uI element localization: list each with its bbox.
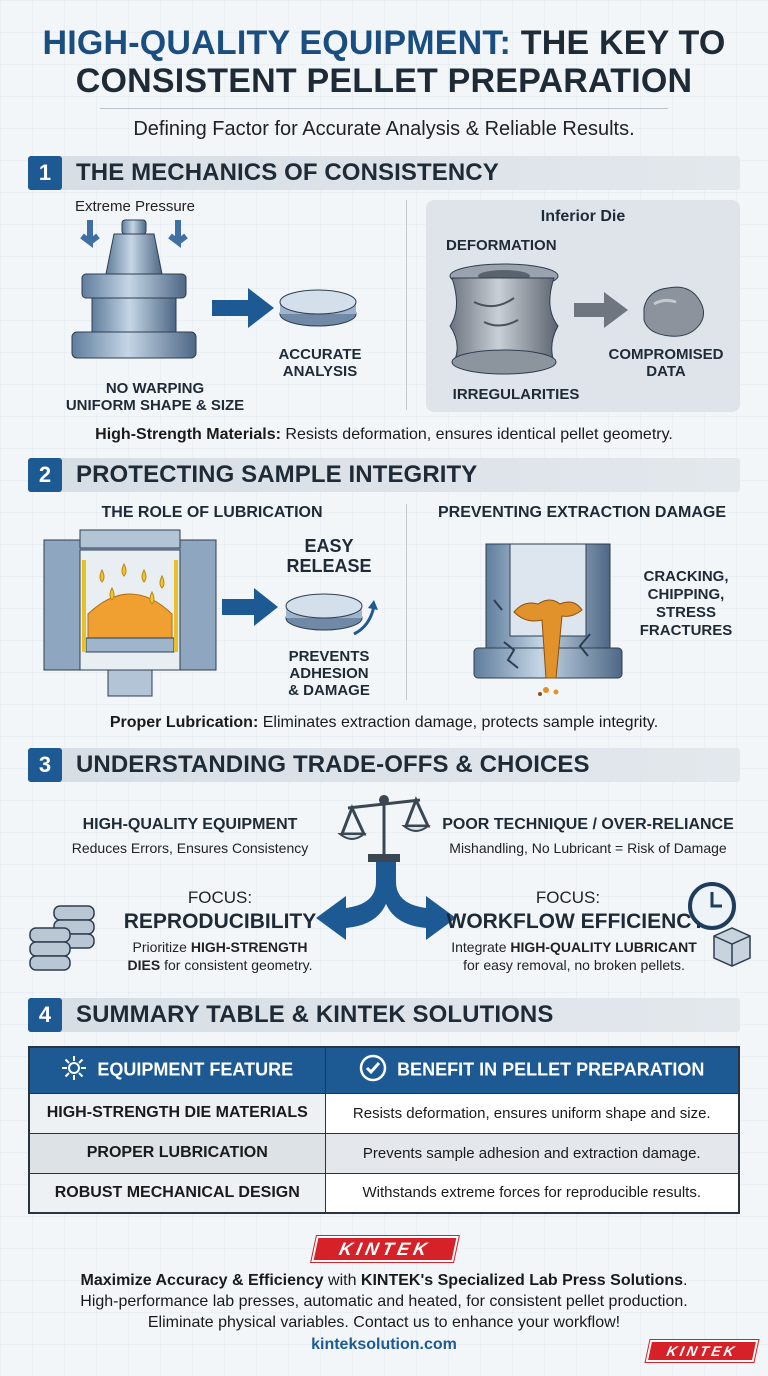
- section-3-title: UNDERSTANDING TRADE-OFFS & CHOICES: [76, 751, 590, 778]
- section-1-number: 1: [28, 156, 62, 190]
- inferior-die-title: Inferior Die: [540, 208, 626, 225]
- extraction-damage-title: PREVENTING EXTRACTION DAMAGE: [437, 504, 726, 521]
- section-1-divider: [406, 200, 407, 410]
- left-focus-label: FOCUS:: [187, 888, 253, 907]
- irregular-pellet-icon: [643, 286, 704, 337]
- no-warping-label: NO WARPING UNIFORM SHAPE & SIZE: [65, 380, 245, 414]
- balance-scale-icon: [337, 795, 431, 862]
- section-2-divider: [406, 504, 407, 700]
- table-cell-feature: ROBUST MECHANICAL DESIGN: [28, 1172, 326, 1214]
- footer-call-to-action: Eliminate physical variables. Contact us…: [147, 1314, 621, 1331]
- cracking-label: CRACKING, CHIPPING, STRESS FRACTURES: [639, 568, 733, 639]
- title-divider: [100, 108, 668, 109]
- high-quality-equipment-subtitle: Reduces Errors, Ensures Consistency: [71, 840, 309, 856]
- section-2-title: PROTECTING SAMPLE INTEGRITY: [76, 461, 478, 488]
- extreme-pressure-label: Extreme Pressure: [74, 198, 196, 215]
- section-1-caption: High-Strength Materials: Resists deforma…: [95, 426, 673, 443]
- footer-description: High-performance lab presses, automatic …: [80, 1293, 688, 1310]
- summary-table: EQUIPMENT FEATURE BENEFIT IN PELLET PREP…: [28, 1046, 740, 1214]
- column-header-feature: EQUIPMENT FEATURE: [28, 1046, 326, 1094]
- released-pellet-icon: [285, 593, 378, 636]
- accurate-analysis-label: ACCURATE ANALYSIS: [278, 346, 362, 380]
- gear-icon: [61, 1055, 87, 1086]
- deformed-die-illustration: [449, 263, 559, 375]
- poor-technique-title: POOR TECHNIQUE / OVER-RELIANCE: [442, 816, 734, 833]
- table-cell-benefit: Resists deformation, ensures uniform sha…: [324, 1092, 740, 1134]
- high-quality-equipment-title: HIGH-QUALITY EQUIPMENT: [82, 816, 298, 833]
- footer-website-link[interactable]: kinteksolution.com: [311, 1336, 457, 1353]
- press-die-illustration: [71, 219, 197, 359]
- section-3-header: 3 UNDERSTANDING TRADE-OFFS & CHOICES: [28, 748, 740, 782]
- page-title: HIGH-QUALITY EQUIPMENT: THE KEY TO CONSI…: [42, 24, 726, 100]
- check-circle-icon: [359, 1054, 387, 1087]
- prevents-adhesion-label: PREVENTS ADHESION & DAMAGE: [288, 648, 370, 699]
- table-row: ROBUST MECHANICAL DESIGN Withstands extr…: [28, 1172, 740, 1214]
- arrow-right-icon: [212, 288, 274, 328]
- section-1-header: 1 THE MECHANICS OF CONSISTENCY: [28, 156, 740, 190]
- irregularities-label: IRREGULARITIES: [452, 386, 580, 403]
- right-focus-label: FOCUS:: [535, 888, 601, 907]
- deformation-label: DEFORMATION: [446, 237, 557, 254]
- summary-table-header: EQUIPMENT FEATURE BENEFIT IN PELLET PREP…: [28, 1046, 740, 1094]
- column-header-benefit: BENEFIT IN PELLET PREPARATION: [324, 1046, 740, 1094]
- table-cell-benefit: Withstands extreme forces for reproducib…: [324, 1172, 740, 1214]
- table-cell-feature: HIGH-STRENGTH DIE MATERIALS: [28, 1092, 326, 1134]
- cracked-die-illustration: [473, 543, 623, 696]
- split-arrows-icon: [316, 862, 456, 940]
- section-4-number: 4: [28, 998, 62, 1032]
- reproducibility-description: Prioritize HIGH-STRENGTH DIES for consis…: [127, 939, 313, 973]
- lubrication-title: THE ROLE OF LUBRICATION: [101, 504, 323, 521]
- table-cell-feature: PROPER LUBRICATION: [28, 1132, 326, 1174]
- clock-and-cube-icon: [688, 882, 751, 967]
- section-3-number: 3: [28, 748, 62, 782]
- workflow-efficiency-label: WORKFLOW EFFICIENCY: [446, 910, 706, 933]
- footer-headline: Maximize Accuracy & Efficiency with KINT…: [80, 1272, 688, 1289]
- arrow-right-icon: [222, 588, 278, 626]
- reproducibility-label: REPRODUCIBILITY: [123, 910, 317, 933]
- arrow-right-icon: [574, 292, 628, 328]
- kintek-logo-corner: KINTEK: [644, 1339, 760, 1363]
- section-2-number: 2: [28, 458, 62, 492]
- page-subtitle: Defining Factor for Accurate Analysis & …: [133, 118, 635, 140]
- poor-technique-subtitle: Mishandling, No Lubricant = Risk of Dama…: [449, 840, 727, 856]
- section-4-title: SUMMARY TABLE & KINTEK SOLUTIONS: [76, 1001, 554, 1028]
- section-2-caption: Proper Lubrication: Eliminates extractio…: [109, 714, 659, 731]
- uniform-pellet-icon: [279, 289, 357, 327]
- kintek-logo: KINTEK: [310, 1235, 460, 1263]
- table-row: HIGH-STRENGTH DIE MATERIALS Resists defo…: [28, 1092, 740, 1134]
- lubricated-die-cross-section: [43, 529, 217, 697]
- coin-stack-icon: [29, 905, 95, 971]
- section-2-header: 2 PROTECTING SAMPLE INTEGRITY: [28, 458, 740, 492]
- section-1-title: THE MECHANICS OF CONSISTENCY: [76, 159, 499, 186]
- workflow-efficiency-description: Integrate HIGH-QUALITY LUBRICANT for eas…: [451, 939, 697, 973]
- table-cell-benefit: Prevents sample adhesion and extraction …: [324, 1132, 740, 1174]
- easy-release-label: EASY RELEASE: [286, 536, 372, 576]
- compromised-data-label: COMPROMISED DATA: [608, 346, 724, 380]
- section-4-header: 4 SUMMARY TABLE & KINTEK SOLUTIONS: [28, 998, 740, 1032]
- table-row: PROPER LUBRICATION Prevents sample adhes…: [28, 1132, 740, 1174]
